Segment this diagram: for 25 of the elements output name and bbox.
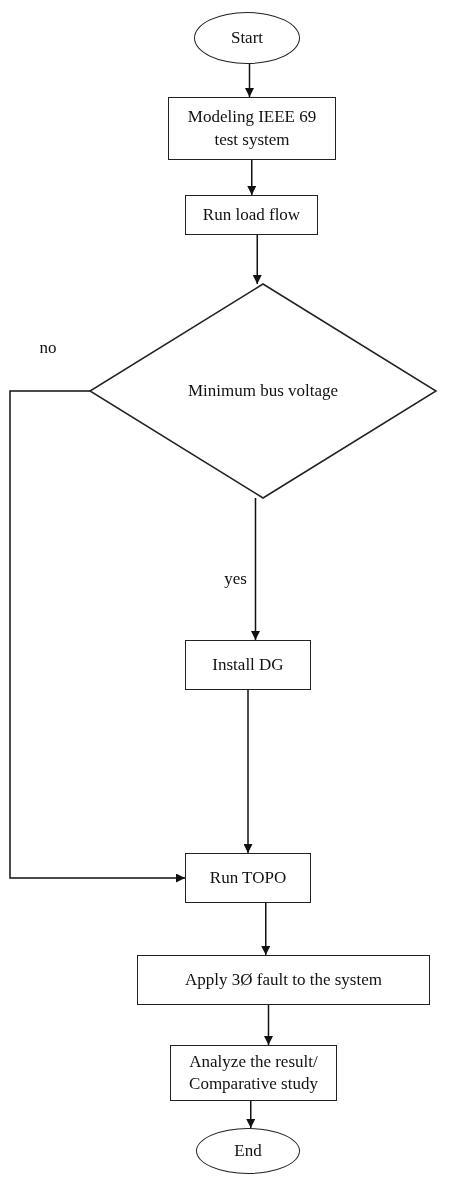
process-box bbox=[185, 195, 318, 235]
process-box bbox=[168, 97, 336, 160]
arrow bbox=[9, 390, 186, 883]
node-label: Start bbox=[230, 26, 264, 49]
decision-diamond bbox=[90, 284, 436, 498]
node-label: Run TOPO bbox=[209, 866, 287, 889]
arrow bbox=[243, 689, 253, 854]
arrow bbox=[251, 497, 260, 641]
arrow bbox=[246, 1100, 256, 1129]
process-box bbox=[185, 640, 311, 690]
node-label: Apply 3Ø fault to the system bbox=[185, 968, 382, 991]
node-label: Run load flow bbox=[202, 203, 301, 226]
arrow bbox=[247, 159, 257, 196]
arrow bbox=[252, 234, 262, 285]
node-label: Modeling IEEE 69 test system bbox=[186, 106, 318, 151]
arrow bbox=[261, 902, 271, 956]
process-box bbox=[170, 1045, 337, 1101]
process-box bbox=[185, 853, 311, 903]
node-label: Analyze the result/ Comparative study bbox=[188, 1050, 319, 1095]
arrow bbox=[264, 1004, 273, 1046]
process-box bbox=[137, 955, 430, 1005]
arrow bbox=[245, 63, 254, 98]
node-label: Minimum bus voltage bbox=[187, 379, 339, 402]
node-label: Install DG bbox=[212, 653, 284, 676]
node-label: End bbox=[234, 1139, 262, 1162]
